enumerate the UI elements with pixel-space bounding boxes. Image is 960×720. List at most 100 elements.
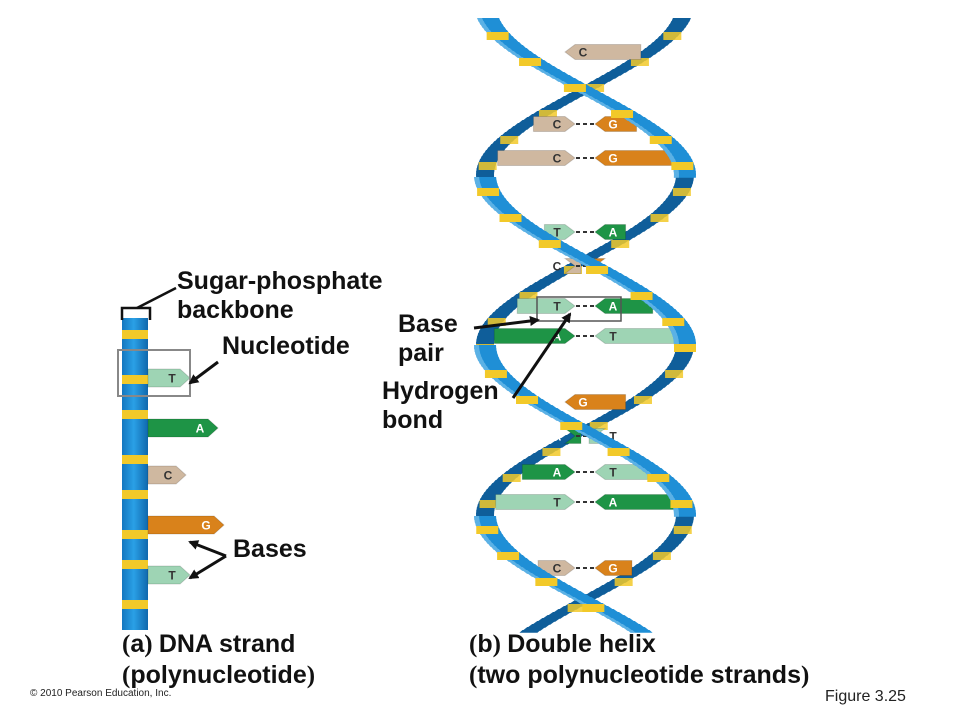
helix-ribbon-segment xyxy=(636,561,660,565)
base-letter: A xyxy=(553,430,562,444)
helix-ribbon-highlight xyxy=(478,21,486,25)
helix-sugar-stripe xyxy=(586,266,609,274)
helix-ribbon-segment xyxy=(658,204,680,208)
helix-sugar-stripe xyxy=(478,162,497,170)
helix-ribbon-segment xyxy=(476,171,495,175)
helix-ribbon-highlight xyxy=(530,405,541,409)
caption-b-letter: b xyxy=(477,630,493,658)
helix-ribbon-segment xyxy=(655,207,677,211)
helix-sugar-stripe xyxy=(589,422,608,430)
base-A xyxy=(594,298,654,314)
helix-ribbon-segment xyxy=(476,336,496,340)
helix-ribbon-segment xyxy=(649,42,671,46)
helix-ribbon-highlight xyxy=(523,231,534,235)
base-letter: A xyxy=(609,300,618,314)
bases-label: Bases xyxy=(233,535,307,563)
label-line: backbone xyxy=(177,296,294,324)
helix-sugar-stripe xyxy=(567,604,586,612)
helix-ribbon-highlight xyxy=(673,171,679,175)
helix-ribbon-segment xyxy=(661,201,683,205)
base-letter: T xyxy=(168,569,176,583)
helix-ribbon-segment xyxy=(549,441,573,445)
helix-ribbon-highlight xyxy=(558,81,569,85)
helix-ribbon-highlight xyxy=(482,537,490,541)
helix-ribbon-highlight xyxy=(627,120,638,124)
helix-ribbon-highlight xyxy=(646,303,655,307)
helix-ribbon-segment xyxy=(493,309,515,313)
helix-ribbon-highlight xyxy=(661,147,669,151)
helix-sugar-stripe xyxy=(560,422,583,430)
base-G xyxy=(594,116,638,132)
helix-ribbon-segment xyxy=(630,225,654,229)
helix-ribbon-highlight xyxy=(478,360,485,364)
helix-sugar-stripe xyxy=(563,84,586,92)
helix-ribbon-highlight xyxy=(531,66,543,70)
helix-sugar-stripe xyxy=(582,604,605,612)
backbone-bracket xyxy=(120,306,152,320)
helix-ribbon-highlight xyxy=(619,285,630,289)
helix-ribbon-highlight xyxy=(668,156,675,160)
helix-ribbon-segment xyxy=(646,384,669,388)
base-pair-arrow xyxy=(473,316,540,330)
helix-ribbon-highlight xyxy=(673,174,679,178)
helix-ribbon-highlight xyxy=(477,18,484,22)
helix-ribbon-segment xyxy=(633,393,657,397)
helix-ribbon-highlight xyxy=(552,78,564,82)
base-letter: A xyxy=(196,422,205,436)
helix-ribbon-segment xyxy=(535,279,559,283)
helix-ribbon-highlight xyxy=(659,315,668,319)
base-letter: A xyxy=(609,226,618,240)
helix-ribbon-highlight xyxy=(643,471,653,475)
helix-ribbon-highlight xyxy=(668,327,676,331)
hydrogen-bond-arrow xyxy=(511,312,572,399)
helix-ribbon-segment xyxy=(597,75,621,79)
helix-sugar-stripe xyxy=(476,526,499,534)
helix-ribbon-highlight xyxy=(491,207,500,211)
helix-ribbon-segment xyxy=(474,348,497,352)
helix-ribbon-segment xyxy=(591,78,616,82)
helix-ribbon-segment xyxy=(607,69,631,73)
helix-ribbon-segment xyxy=(586,591,610,595)
label-line: pair xyxy=(398,339,444,367)
helix-ribbon-segment xyxy=(553,99,577,103)
helix-ribbon-segment xyxy=(488,144,510,148)
helix-ribbon-segment xyxy=(476,510,495,514)
helix-ribbon-segment xyxy=(547,102,572,106)
base-letter: T xyxy=(609,466,617,480)
base-letter: C xyxy=(553,152,562,166)
helix-ribbon-highlight xyxy=(591,99,602,103)
sugar-segment xyxy=(122,455,148,464)
helix-ribbon-highlight xyxy=(533,237,544,241)
helix-ribbon-highlight xyxy=(475,183,482,187)
helix-ribbon-highlight xyxy=(474,180,481,184)
helix-ribbon-segment xyxy=(589,249,614,253)
helix-ribbon-highlight xyxy=(510,222,520,226)
label-line: Hydrogen xyxy=(382,377,499,405)
helix-ribbon-highlight xyxy=(514,225,525,229)
helix-ribbon-highlight xyxy=(574,600,586,604)
base-letter: C xyxy=(164,469,173,483)
helix-ribbon-segment xyxy=(675,516,694,520)
leader-lines xyxy=(136,286,572,580)
helix-sugar-stripe xyxy=(662,318,685,326)
helix-ribbon-highlight xyxy=(480,24,488,28)
base-C xyxy=(563,258,582,274)
helix-sugar-stripe xyxy=(672,188,691,196)
helix-ribbon-highlight xyxy=(474,345,480,349)
sugar-segments xyxy=(122,330,148,609)
helix-ribbon-segment xyxy=(478,330,498,334)
helix-ribbon-highlight xyxy=(580,93,592,97)
helix-sugar-stripe xyxy=(630,292,653,300)
helix-ribbon-segment xyxy=(593,417,617,421)
helix-ribbon-highlight xyxy=(528,234,539,238)
helix-ribbon-highlight xyxy=(612,621,623,625)
label-line: Base xyxy=(398,310,458,338)
helix-ribbon-highlight xyxy=(474,516,480,520)
helix-ribbon-highlight xyxy=(535,408,546,412)
helix-sugar-stripe xyxy=(586,84,605,92)
helix-ribbon-highlight xyxy=(479,363,487,367)
nucleotide-box xyxy=(117,349,191,397)
helix-sugar-stripe xyxy=(486,32,509,40)
base-G xyxy=(594,150,673,166)
